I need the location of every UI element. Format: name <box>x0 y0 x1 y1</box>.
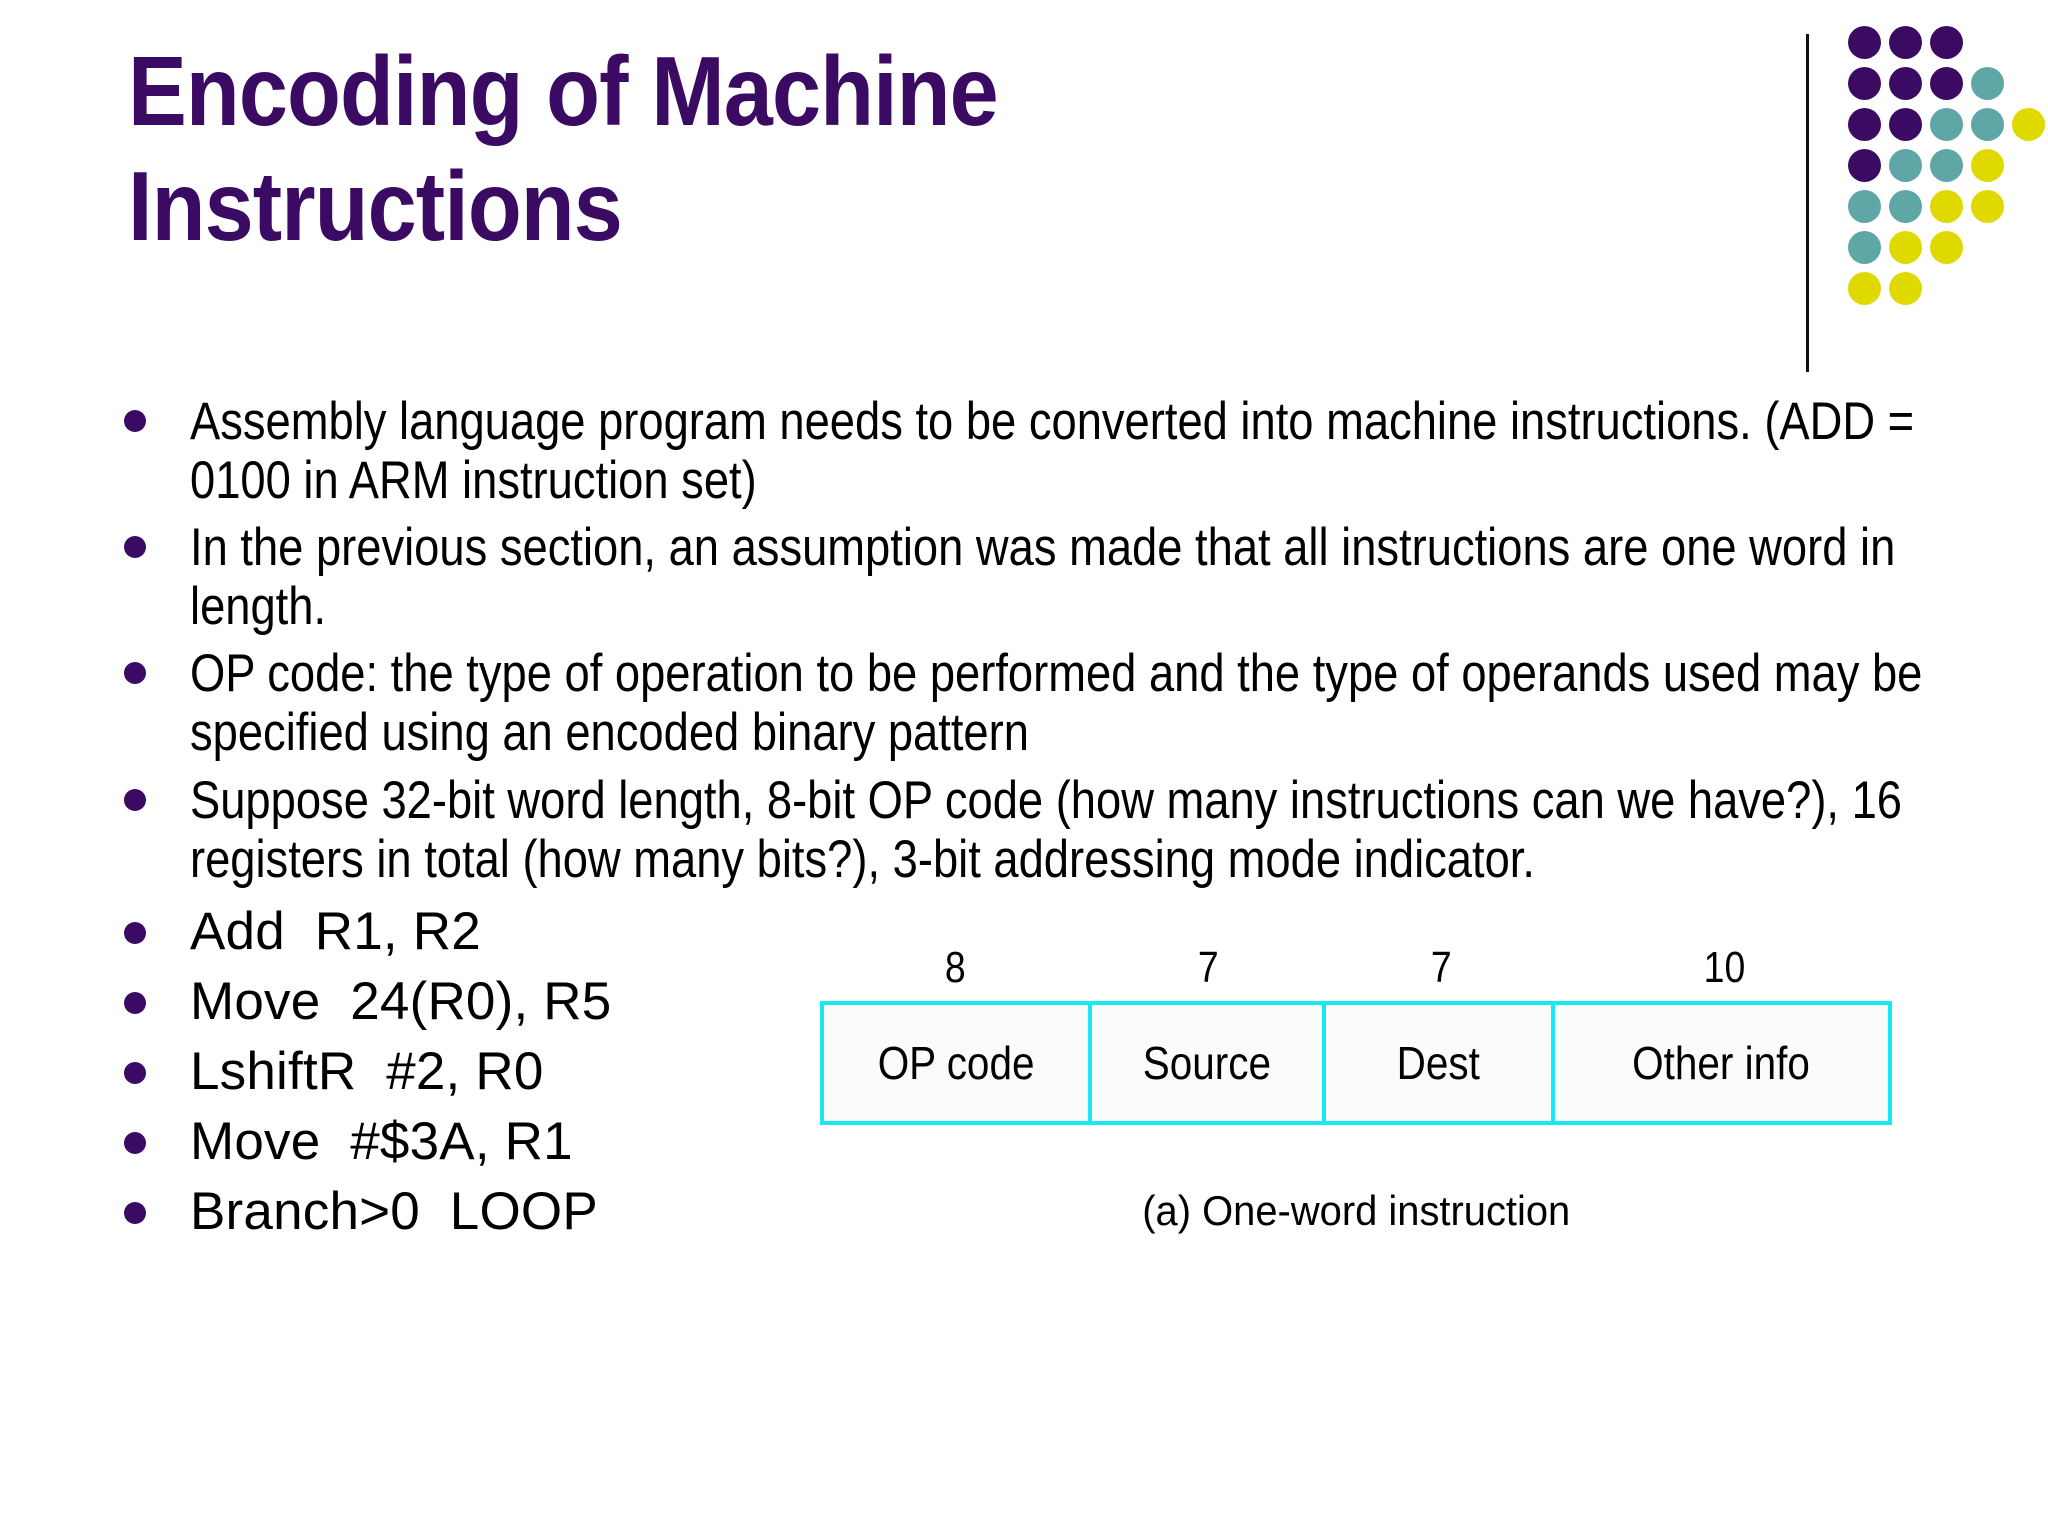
logo-dot-teal <box>1930 149 1963 182</box>
logo-dot-yellow <box>1930 190 1963 223</box>
instruction-field-cell: Source <box>1092 1005 1327 1121</box>
logo-dot-purple <box>1848 67 1881 100</box>
bullet-marker-icon <box>124 662 146 685</box>
logo-dot-purple <box>1889 67 1922 100</box>
instruction-field-label: Other info <box>1632 1037 1811 1089</box>
bit-width-value: 7 <box>1430 943 1452 992</box>
logo-dot-purple <box>1848 149 1881 182</box>
logo-dot-row <box>1848 190 2048 231</box>
bullet-text: Assembly language program needs to be co… <box>190 392 1927 511</box>
instruction-field-row: OP code Source Dest Other info <box>820 1001 1892 1125</box>
logo-dot-lavender <box>1930 272 1963 305</box>
logo-dot-teal <box>1848 190 1881 223</box>
instruction-field-cell: Dest <box>1326 1005 1555 1121</box>
page-title: Encoding of Machine Instructions <box>128 36 1022 261</box>
instruction-field-label: Dest <box>1396 1037 1481 1089</box>
instruction-field-label: OP code <box>877 1037 1035 1089</box>
diagram-caption: (a) One-word instruction <box>820 1187 1892 1235</box>
bullet-text: LshiftR #2, R0 <box>190 1041 544 1101</box>
logo-dot-yellow <box>1971 149 2004 182</box>
bullet-item: OP code: the type of operation to be per… <box>118 644 1958 762</box>
bit-width-label: 8 <box>820 943 1090 1001</box>
bit-width-value: 8 <box>944 943 966 992</box>
logo-dot-yellow <box>1889 231 1922 264</box>
logo-dot-row <box>1848 149 2048 190</box>
logo-dot-row <box>1848 67 2048 108</box>
bullet-text: Add R1, R2 <box>190 901 481 961</box>
bullet-marker-icon <box>124 1131 146 1154</box>
logo-dot-row <box>1848 231 2048 272</box>
bullet-marker-icon <box>124 536 146 559</box>
logo-dot-purple <box>1889 26 1922 59</box>
logo-dot-lavender <box>1971 272 2004 305</box>
bullet-text: Move #$3A, R1 <box>190 1111 573 1171</box>
logo-dot-yellow <box>1930 231 1963 264</box>
bullet-list: Assembly language program needs to be co… <box>118 392 1958 1247</box>
logo-dot-teal <box>1889 190 1922 223</box>
bullet-marker-icon <box>124 1201 146 1224</box>
bullet-item: Add R1, R2 <box>118 897 1958 967</box>
bullet-marker-icon <box>124 1061 146 1084</box>
logo-dot-yellow <box>1848 272 1881 305</box>
instruction-field-cell: Other info <box>1555 1005 1888 1121</box>
logo-dot-purple <box>1848 26 1881 59</box>
logo-dot-grid <box>1848 26 2048 356</box>
bit-width-value: 7 <box>1197 943 1219 992</box>
bullet-text: Suppose 32-bit word length, 8-bit OP cod… <box>190 770 1915 889</box>
instruction-field-cell: OP code <box>824 1005 1093 1121</box>
logo-dot-lavender <box>1889 313 1922 346</box>
bullet-item: Suppose 32-bit word length, 8-bit OP cod… <box>118 771 1958 889</box>
logo-dot-row <box>1848 26 2048 67</box>
bullet-marker-icon <box>124 410 146 432</box>
bullet-text: OP code: the type of operation to be per… <box>190 644 1935 763</box>
logo-dot-teal <box>1848 231 1881 264</box>
bullet-text: Branch>0 LOOP <box>190 1181 598 1241</box>
bullet-marker-icon <box>124 921 146 944</box>
diagram-caption-text: (a) One-word instruction <box>1142 1187 1570 1234</box>
logo-dot-purple <box>1889 108 1922 141</box>
bit-width-value: 10 <box>1703 943 1746 992</box>
bit-width-row: 8 7 7 10 <box>820 943 1892 1001</box>
logo-dot-blank <box>1930 313 1963 346</box>
bullet-item: LshiftR #2, R0 <box>118 1037 1958 1107</box>
logo-dot-blank <box>1848 313 1881 346</box>
instruction-format-diagram: 8 7 7 10 OP code Source Dest Other info (a) On… <box>820 943 1892 1235</box>
bullet-item: Move #$3A, R1 <box>118 1107 1958 1177</box>
logo-dot-purple <box>1930 26 1963 59</box>
logo-dot-lavender <box>1971 313 2004 346</box>
bullet-marker-icon <box>124 991 146 1014</box>
logo-dot-yellow <box>1971 190 2004 223</box>
logo-divider-line <box>1806 34 1809 372</box>
bit-width-label: 7 <box>1326 943 1556 1001</box>
bullet-marker-icon <box>124 788 146 811</box>
bit-width-label: 7 <box>1090 943 1326 1001</box>
bullet-item: Assembly language program needs to be co… <box>118 392 1958 510</box>
logo-dot-yellow <box>2012 108 2045 141</box>
logo-dot-teal <box>1930 108 1963 141</box>
logo-dot-teal <box>1971 67 2004 100</box>
logo-dot-row <box>1848 272 2048 313</box>
bullet-text: In the previous section, an assumption w… <box>190 518 1908 637</box>
bullet-text: Move 24(R0), R5 <box>190 971 612 1031</box>
bullet-item: Branch>0 LOOP <box>118 1177 1958 1247</box>
instruction-field-label: Source <box>1143 1037 1272 1089</box>
bit-width-label: 10 <box>1556 943 1892 1001</box>
logo-dot-lavender <box>2012 190 2045 223</box>
logo-dot-row <box>1848 108 2048 149</box>
logo-dot-teal <box>1889 149 1922 182</box>
logo-dot-teal <box>1971 108 2004 141</box>
logo-dot-yellow <box>1889 272 1922 305</box>
logo-dot-lavender <box>1971 231 2004 264</box>
logo-dot-purple <box>1848 108 1881 141</box>
logo-dot-purple <box>1930 67 1963 100</box>
logo-dot-row <box>1848 313 2048 354</box>
bullet-item: Move 24(R0), R5 <box>118 967 1958 1037</box>
bullet-item: In the previous section, an assumption w… <box>118 518 1958 636</box>
